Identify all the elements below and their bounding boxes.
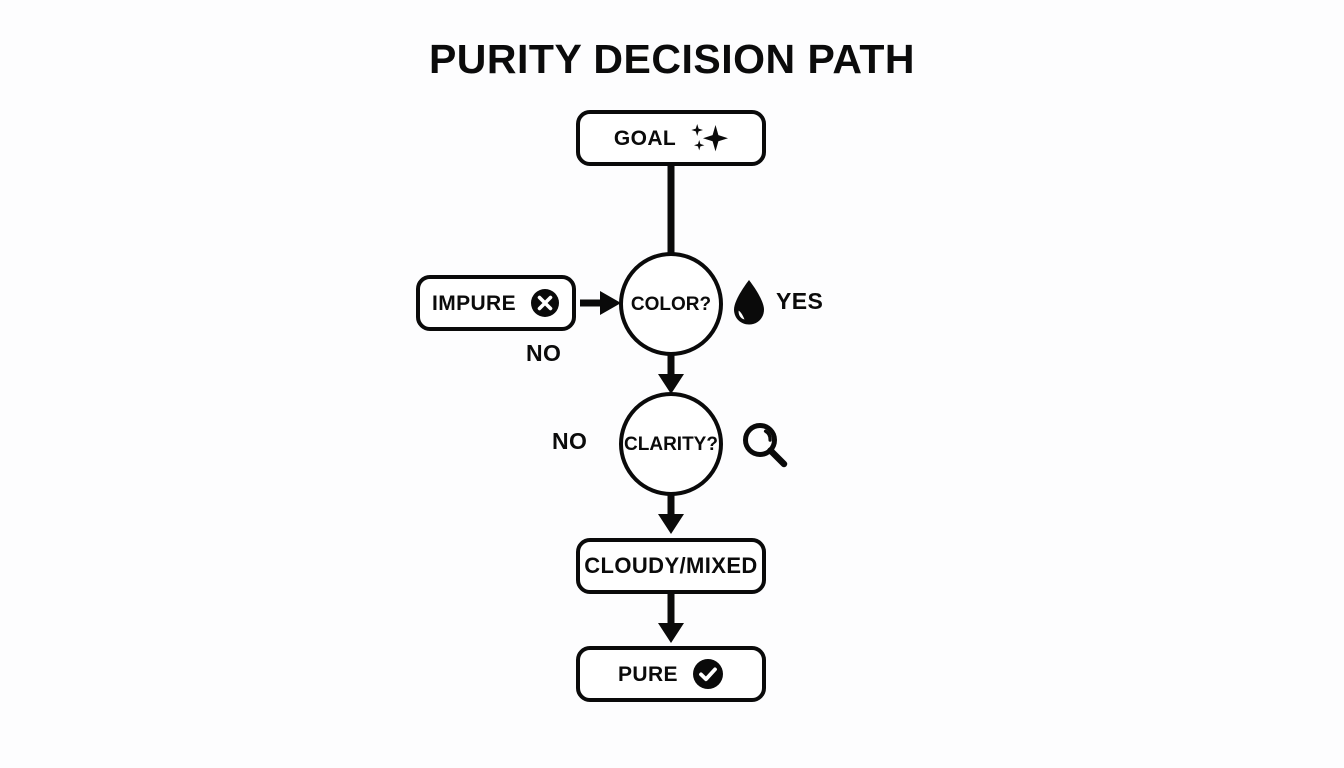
node-cloudy-mixed[interactable]: CLOUDY/MIXED — [576, 538, 766, 594]
circle-check-icon — [692, 658, 724, 690]
node-clarity-label: CLARITY? — [624, 433, 718, 455]
edge-label-color-no: NO — [526, 340, 562, 366]
node-goal-label: GOAL — [613, 126, 677, 150]
node-color[interactable]: COLOR? — [619, 252, 723, 356]
node-color-label: COLOR? — [630, 293, 712, 315]
node-pure[interactable]: PURE — [576, 646, 766, 702]
magnifier-icon — [739, 419, 791, 471]
droplet-icon — [731, 278, 767, 326]
node-impure-label: IMPURE — [431, 291, 517, 315]
circle-x-icon — [530, 288, 560, 318]
node-clarity[interactable]: CLARITY? — [619, 392, 723, 496]
node-pure-label: PURE — [618, 662, 678, 686]
node-impure[interactable]: IMPURE — [416, 275, 576, 331]
edge-cloudy-to-pure-arrowhead — [658, 623, 684, 643]
sparkles-icon — [690, 121, 729, 155]
edge-label-clarity-no: NO — [552, 428, 588, 454]
edge-label-color-yes: YES — [776, 288, 824, 314]
page-title: PURITY DECISION PATH — [428, 36, 916, 82]
edge-clarity-to-cloudy-arrowhead — [658, 514, 684, 534]
node-goal[interactable]: GOAL — [576, 110, 766, 166]
node-cloudy-mixed-label: CLOUDY/MIXED — [584, 553, 758, 578]
edge-impure-to-color-arrowhead — [600, 291, 621, 315]
edge-color-to-clarity-arrowhead — [658, 374, 684, 394]
